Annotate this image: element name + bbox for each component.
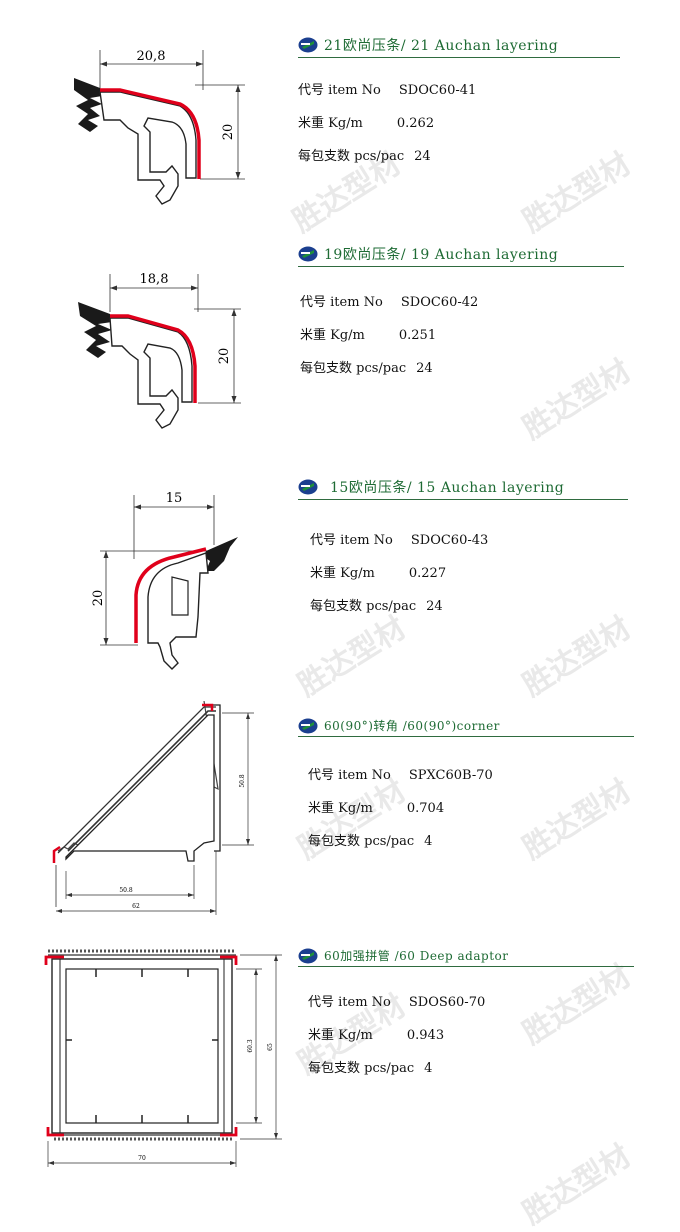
product-section-3: 15 20 15欧尚压条/ 15 Auchan layering 代号 item…: [0, 465, 680, 695]
brand-logo-icon: [298, 479, 318, 495]
profile-drawing-5: 60.3 65 70: [40, 945, 288, 1171]
item-no-label: 代号 item No: [298, 83, 381, 98]
dim-width-label: 18,8: [140, 272, 169, 287]
spec-row-weight: 米重 Kg/m 0.704: [308, 792, 493, 825]
spec-row-item: 代号 item No SPXC60B-70: [308, 759, 493, 792]
dim-inner-height-label: 60.3: [247, 1039, 254, 1053]
product-title: 19欧尚压条/ 19 Auchan layering: [324, 247, 559, 263]
weight-label: 米重 Kg/m: [310, 566, 375, 581]
dim-width-label: 20,8: [137, 49, 166, 64]
spec-row-weight: 米重 Kg/m 0.251: [300, 319, 478, 352]
dim-bottom-inner-label: 50.8: [119, 887, 133, 894]
dim-height-label: 20: [217, 348, 232, 365]
product-specs: 代号 item No SDOC60-43 米重 Kg/m 0.227 每包支数 pc…: [310, 524, 488, 623]
pack-label: 每包支数 pcs/pac: [308, 1061, 415, 1076]
product-section-2: 18,8 20 19欧尚压条/ 19 Auchan layering 代号 it…: [0, 230, 680, 450]
product-specs: 代号 item No SPXC60B-70 米重 Kg/m 0.704 每包支数 p…: [308, 759, 493, 858]
spec-row-pack: 每包支数 pcs/pac 4: [308, 1052, 485, 1085]
pack-label: 每包支数 pcs/pac: [308, 834, 415, 849]
product-specs: 代号 item No SDOS60-70 米重 Kg/m 0.943 每包支数 pc…: [308, 986, 485, 1085]
profile-drawing-3: 15 20: [88, 485, 258, 685]
product-title-row: 19欧尚压条/ 19 Auchan layering: [298, 244, 624, 267]
brand-logo-icon: [298, 246, 318, 262]
weight-label: 米重 Kg/m: [308, 801, 373, 816]
product-title: 60加强拼管 /60 Deep adaptor: [324, 949, 509, 963]
dim-total-height-label: 65: [267, 1043, 274, 1051]
weight-label: 米重 Kg/m: [300, 328, 365, 343]
brand-logo-icon: [298, 718, 318, 733]
product-specs: 代号 item No SDOC60-42 米重 Kg/m 0.251 每包支数 pc…: [300, 286, 478, 385]
dim-height-label: 50.8: [239, 774, 246, 788]
spec-row-pack: 每包支数 pcs/pac 4: [308, 825, 493, 858]
product-specs: 代号 item No SDOC60-41 米重 Kg/m 0.262 每包支数 pc…: [298, 74, 476, 173]
product-title-row: 21欧尚压条/ 21 Auchan layering: [298, 35, 620, 58]
pack-label: 每包支数 pcs/pac: [310, 599, 417, 614]
profile-drawing-4: 50.8 50.8 62: [44, 701, 264, 923]
weight-label: 米重 Kg/m: [298, 116, 363, 131]
dim-height-label: 20: [221, 124, 236, 141]
item-no-value: SDOS60-70: [408, 995, 486, 1010]
item-no-value: SDOC60-41: [398, 83, 477, 98]
dim-height-label: 20: [91, 590, 106, 607]
product-title-row: 60加强拼管 /60 Deep adaptor: [298, 947, 634, 967]
weight-value: 0.704: [406, 801, 445, 816]
product-title-row: 60(90°)转角 /60(90°)corner: [298, 717, 634, 737]
weight-value: 0.943: [406, 1028, 445, 1043]
weight-value: 0.251: [398, 328, 437, 343]
pack-label: 每包支数 pcs/pac: [300, 361, 407, 376]
item-no-label: 代号 item No: [308, 768, 391, 783]
pack-value: 4: [424, 834, 433, 849]
dim-width-label: 70: [138, 1155, 146, 1162]
weight-value: 0.262: [396, 116, 435, 131]
spec-row-weight: 米重 Kg/m 0.943: [308, 1019, 485, 1052]
product-title: 21欧尚压条/ 21 Auchan layering: [324, 38, 559, 54]
pack-label: 每包支数 pcs/pac: [298, 149, 405, 164]
pack-value: 4: [424, 1061, 433, 1076]
profile-drawing-2: 18,8 20: [66, 266, 266, 441]
spec-row-pack: 每包支数 pcs/pac 24: [298, 140, 476, 173]
spec-row-pack: 每包支数 pcs/pac 24: [300, 352, 478, 385]
dim-bottom-total-label: 62: [132, 903, 140, 910]
product-section-5: 60.3 65 70 60加强拼管 /60 Deep adaptor 代号 it…: [0, 925, 680, 1186]
profile-drawing-1: 20,8 20: [60, 40, 260, 220]
spec-row-pack: 每包支数 pcs/pac 24: [310, 590, 488, 623]
weight-label: 米重 Kg/m: [308, 1028, 373, 1043]
spec-row-item: 代号 item No SDOS60-70: [308, 986, 485, 1019]
item-no-label: 代号 item No: [308, 995, 391, 1010]
item-no-value: SDOC60-43: [410, 533, 489, 548]
pack-value: 24: [414, 149, 431, 164]
product-title: 60(90°)转角 /60(90°)corner: [324, 719, 500, 733]
spec-row-weight: 米重 Kg/m 0.262: [298, 107, 476, 140]
spec-row-item: 代号 item No SDOC60-41: [298, 74, 476, 107]
weight-value: 0.227: [408, 566, 447, 581]
item-no-label: 代号 item No: [310, 533, 393, 548]
product-title: 15欧尚压条/ 15 Auchan layering: [330, 480, 565, 496]
spec-row-item: 代号 item No SDOC60-42: [300, 286, 478, 319]
product-section-1: 20,8 20 21欧尚压条/ 21 Auchan layering 代号 it…: [0, 0, 680, 230]
spec-row-weight: 米重 Kg/m 0.227: [310, 557, 488, 590]
brand-logo-icon: [298, 948, 318, 963]
spec-row-item: 代号 item No SDOC60-43: [310, 524, 488, 557]
item-no-label: 代号 item No: [300, 295, 383, 310]
product-section-4: 50.8 50.8 62 60(90°)转角 /60(90°)corner 代号…: [0, 695, 680, 925]
item-no-value: SDOC60-42: [400, 295, 479, 310]
dim-width-label: 15: [166, 491, 183, 506]
item-no-value: SPXC60B-70: [408, 768, 493, 783]
product-title-row: 15欧尚压条/ 15 Auchan layering: [298, 477, 628, 500]
pack-value: 24: [426, 599, 443, 614]
pack-value: 24: [416, 361, 433, 376]
brand-logo-icon: [298, 37, 318, 53]
